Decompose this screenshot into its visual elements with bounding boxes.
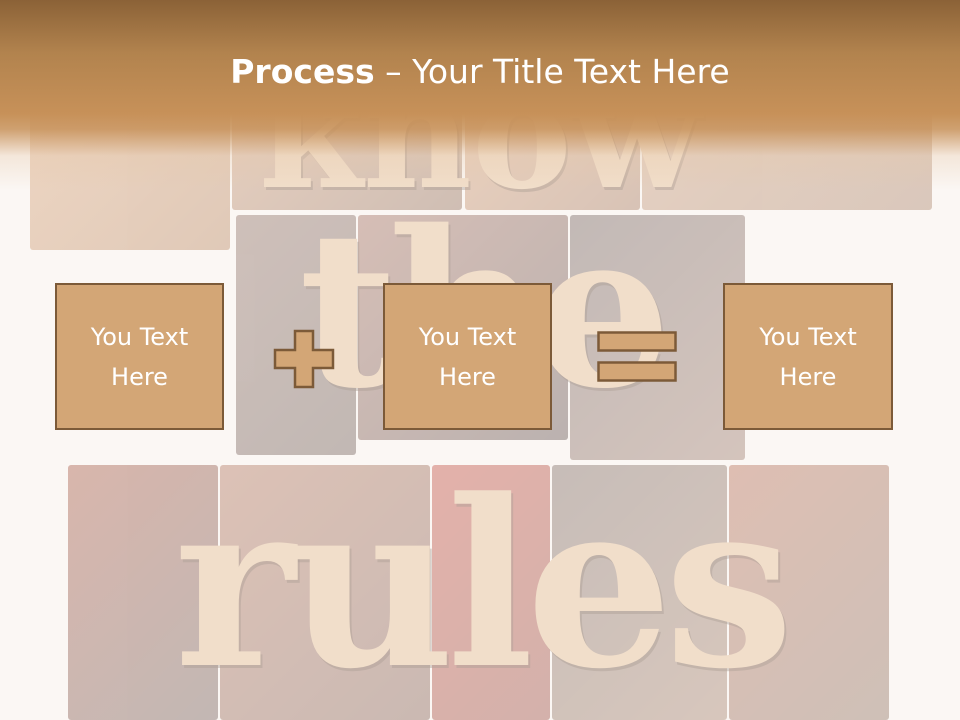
process-box-3[interactable]: You Text Here <box>723 283 893 430</box>
slide-title-rest: – Your Title Text Here <box>374 52 730 91</box>
process-box-2-text: You Text Here <box>418 322 517 391</box>
process-box-2[interactable]: You Text Here <box>383 283 552 430</box>
slide-title-bold: Process <box>230 52 375 91</box>
process-box-1[interactable]: You Text Here <box>55 283 224 430</box>
title-band <box>0 0 960 190</box>
bg-word-rules: rules <box>174 450 794 720</box>
equals-icon <box>597 331 677 382</box>
process-box-3-text: You Text Here <box>759 322 857 391</box>
process-box-1-text: You Text Here <box>90 322 189 391</box>
slide-title: Process – Your Title Text Here <box>0 52 960 91</box>
plus-icon <box>273 329 335 389</box>
